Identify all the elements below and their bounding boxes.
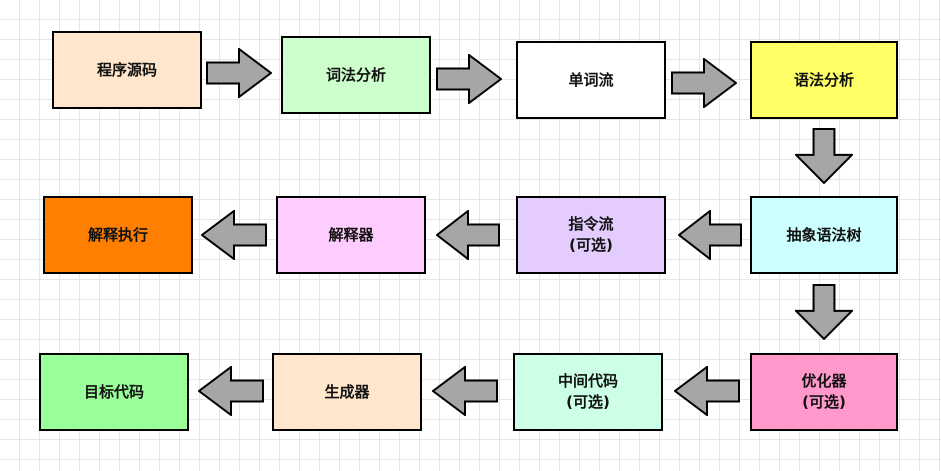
arrow-intermediate-to-generator-icon <box>432 366 498 416</box>
node-optimizer: 优化器 (可选) <box>750 353 898 431</box>
node-abstract-syntax-tree: 抽象语法树 <box>750 196 898 274</box>
arrow-optimizer-to-intermediate-icon <box>674 366 740 416</box>
node-lexical-analysis: 词法分析 <box>281 36 431 114</box>
arrow-tokens-to-syntax-icon <box>671 58 737 108</box>
node-target-code: 目标代码 <box>39 353 189 431</box>
arrow-interpreter-to-execute-icon <box>201 210 267 260</box>
node-interpret-execute: 解释执行 <box>43 196 193 274</box>
arrow-instructions-to-interpreter-icon <box>436 210 500 260</box>
arrow-syntax-to-ast-icon <box>795 128 853 184</box>
arrow-generator-to-target-icon <box>198 366 264 416</box>
node-interpreter: 解释器 <box>276 196 426 274</box>
node-source-code: 程序源码 <box>52 31 202 109</box>
node-syntax-analysis: 语法分析 <box>750 41 898 119</box>
arrow-ast-to-instructions-icon <box>678 210 742 260</box>
arrow-lexical-to-tokens-icon <box>436 54 502 104</box>
node-instruction-stream: 指令流 (可选) <box>516 196 666 274</box>
arrow-ast-to-optimizer-icon <box>795 284 853 340</box>
node-token-stream: 单词流 <box>516 41 666 119</box>
node-generator: 生成器 <box>272 353 422 431</box>
arrow-source-to-lexical-icon <box>206 48 272 98</box>
node-intermediate-code: 中间代码 (可选) <box>513 353 663 431</box>
